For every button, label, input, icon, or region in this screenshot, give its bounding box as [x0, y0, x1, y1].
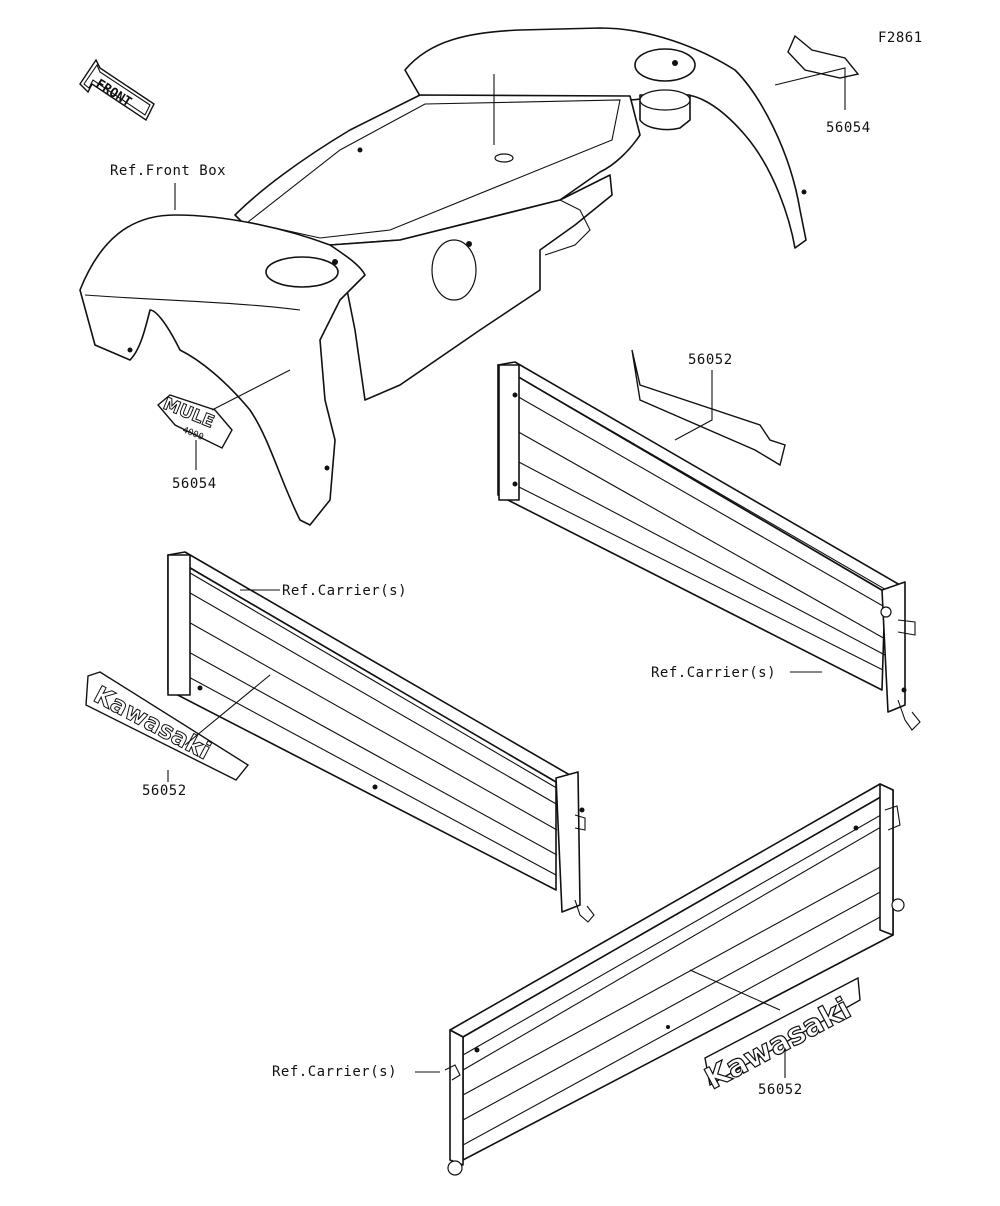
- label-56054-left[interactable]: 56054: [172, 476, 217, 492]
- carrier-panel-left: [167, 551, 595, 923]
- label-ref-front-box[interactable]: Ref.Front Box: [110, 163, 227, 179]
- carrier-panel-right: [497, 361, 921, 731]
- label-56052-sticker[interactable]: 56052: [688, 352, 733, 368]
- label-56052-bottom[interactable]: 56052: [758, 1082, 803, 1098]
- decal-56052-sticker: [631, 349, 786, 467]
- label-ref-carrier-1[interactable]: Ref.Carrier(s): [282, 583, 408, 599]
- carrier-panel-bottom: [444, 783, 905, 1176]
- decal-56054-top: [787, 34, 860, 79]
- label-ref-carrier-2[interactable]: Ref.Carrier(s): [651, 665, 777, 681]
- label-56052-left[interactable]: 56052: [142, 783, 187, 799]
- mule-decal: MULE 4000: [157, 394, 233, 449]
- label-56054-top[interactable]: 56054: [826, 120, 871, 136]
- front-box-part: [79, 27, 807, 526]
- leader-lines: [167, 67, 846, 1078]
- label-ref-carrier-3[interactable]: Ref.Carrier(s): [272, 1064, 398, 1080]
- figure-id: F2861: [878, 30, 923, 46]
- front-arrow-icon: FRONT: [79, 58, 155, 122]
